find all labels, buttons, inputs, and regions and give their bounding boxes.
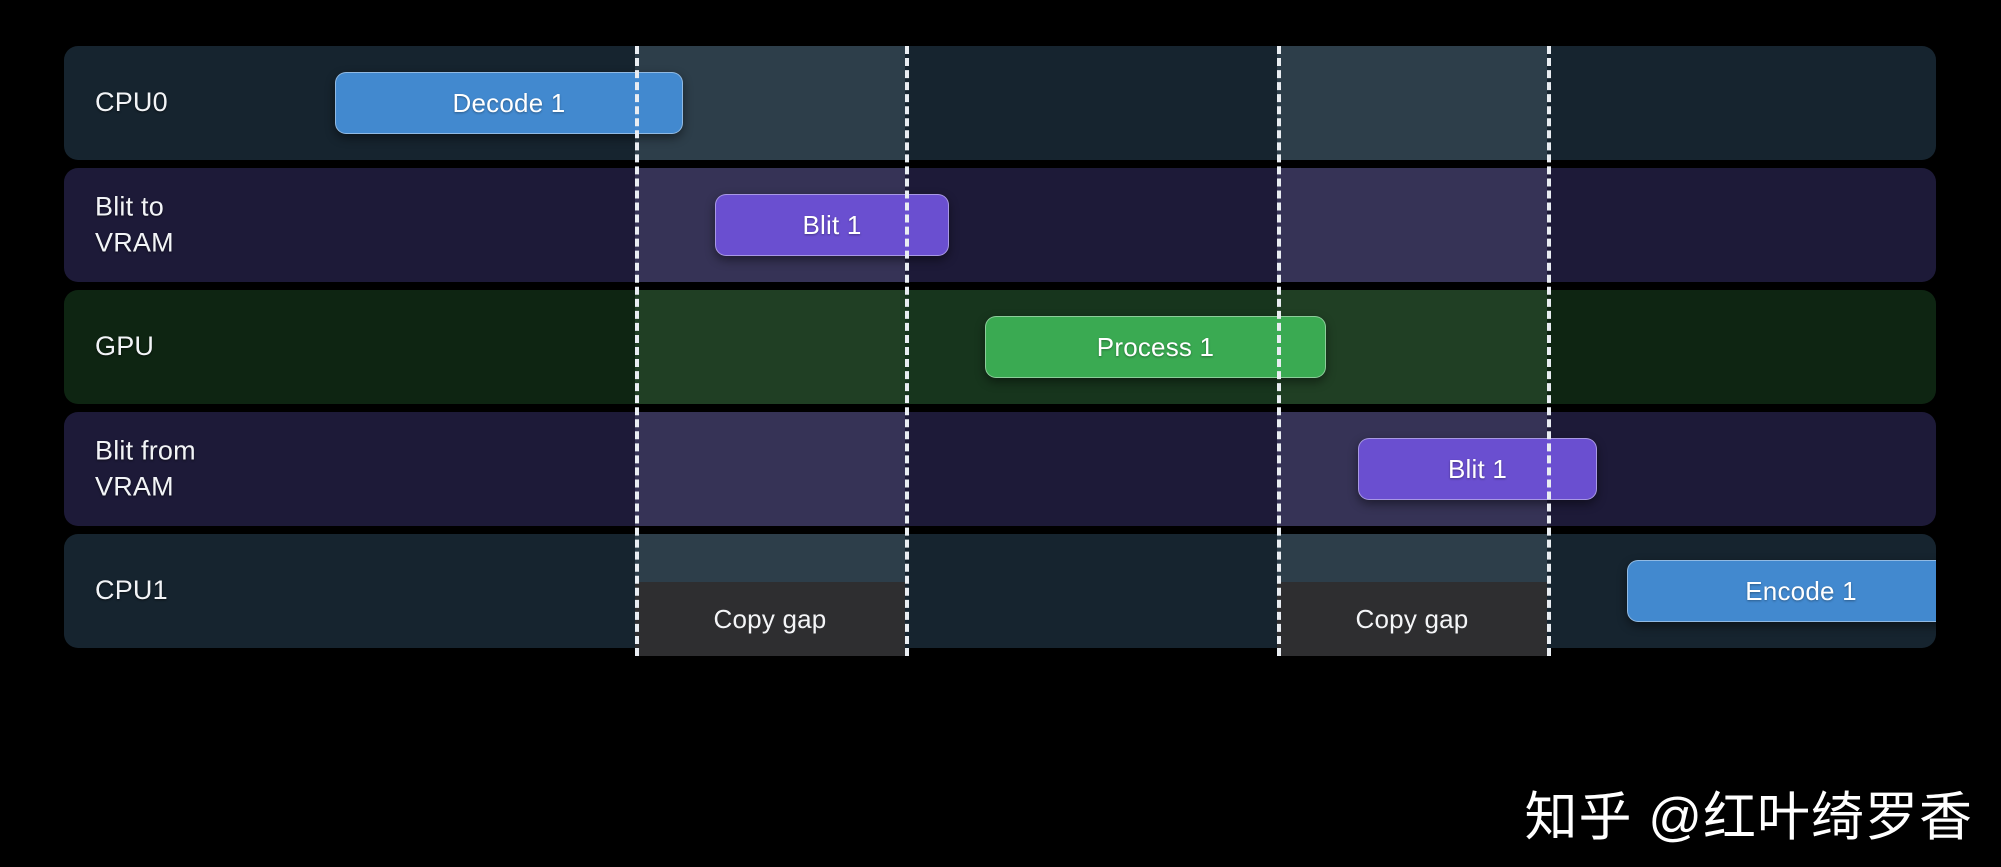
copy-gap-label: Copy gap bbox=[1355, 603, 1469, 634]
task-decode-1[interactable]: Decode 1 bbox=[335, 72, 683, 134]
copy-gap-band-2 bbox=[1277, 46, 1547, 160]
task-label: Blit 1 bbox=[1447, 453, 1507, 484]
row-label-blit-to-vram: Blit to VRAM bbox=[95, 191, 174, 257]
copy-gap-band-2 bbox=[1277, 168, 1547, 282]
timeline-row-blit-to-vram: Blit to VRAM Blit 1 bbox=[64, 168, 1936, 282]
task-process-1[interactable]: Process 1 bbox=[985, 316, 1326, 378]
copy-gap-label: Copy gap bbox=[713, 603, 827, 634]
task-encode-1[interactable]: Encode 1 bbox=[1627, 560, 1936, 622]
task-label: Blit 1 bbox=[802, 209, 862, 240]
timeline-row-cpu0: CPU0 Decode 1 bbox=[64, 46, 1936, 160]
timeline-row-cpu1: CPU1 Encode 1 bbox=[64, 534, 1936, 648]
timeline-row-gpu: GPU Process 1 bbox=[64, 290, 1936, 404]
task-label: Process 1 bbox=[1096, 331, 1215, 362]
task-blit-1-to-vram[interactable]: Blit 1 bbox=[715, 194, 949, 256]
copy-gap-caption-1: Copy gap bbox=[635, 582, 905, 656]
row-label-cpu1: CPU1 bbox=[95, 575, 168, 606]
copy-gap-band-1 bbox=[635, 412, 905, 526]
row-label-blit-from-vram: Blit from VRAM bbox=[95, 435, 196, 501]
row-label-cpu0: CPU0 bbox=[95, 87, 168, 118]
watermark: 知乎 @红叶绮罗香 bbox=[1524, 788, 1973, 847]
timeline-row-blit-from-vram: Blit from VRAM Blit 1 bbox=[64, 412, 1936, 526]
task-label: Encode 1 bbox=[1745, 575, 1857, 606]
copy-gap-band-1 bbox=[635, 290, 905, 404]
copy-gap-caption-2: Copy gap bbox=[1277, 582, 1547, 656]
task-blit-1-from-vram[interactable]: Blit 1 bbox=[1358, 438, 1597, 500]
task-label: Decode 1 bbox=[452, 87, 566, 118]
row-label-gpu: GPU bbox=[95, 331, 155, 362]
